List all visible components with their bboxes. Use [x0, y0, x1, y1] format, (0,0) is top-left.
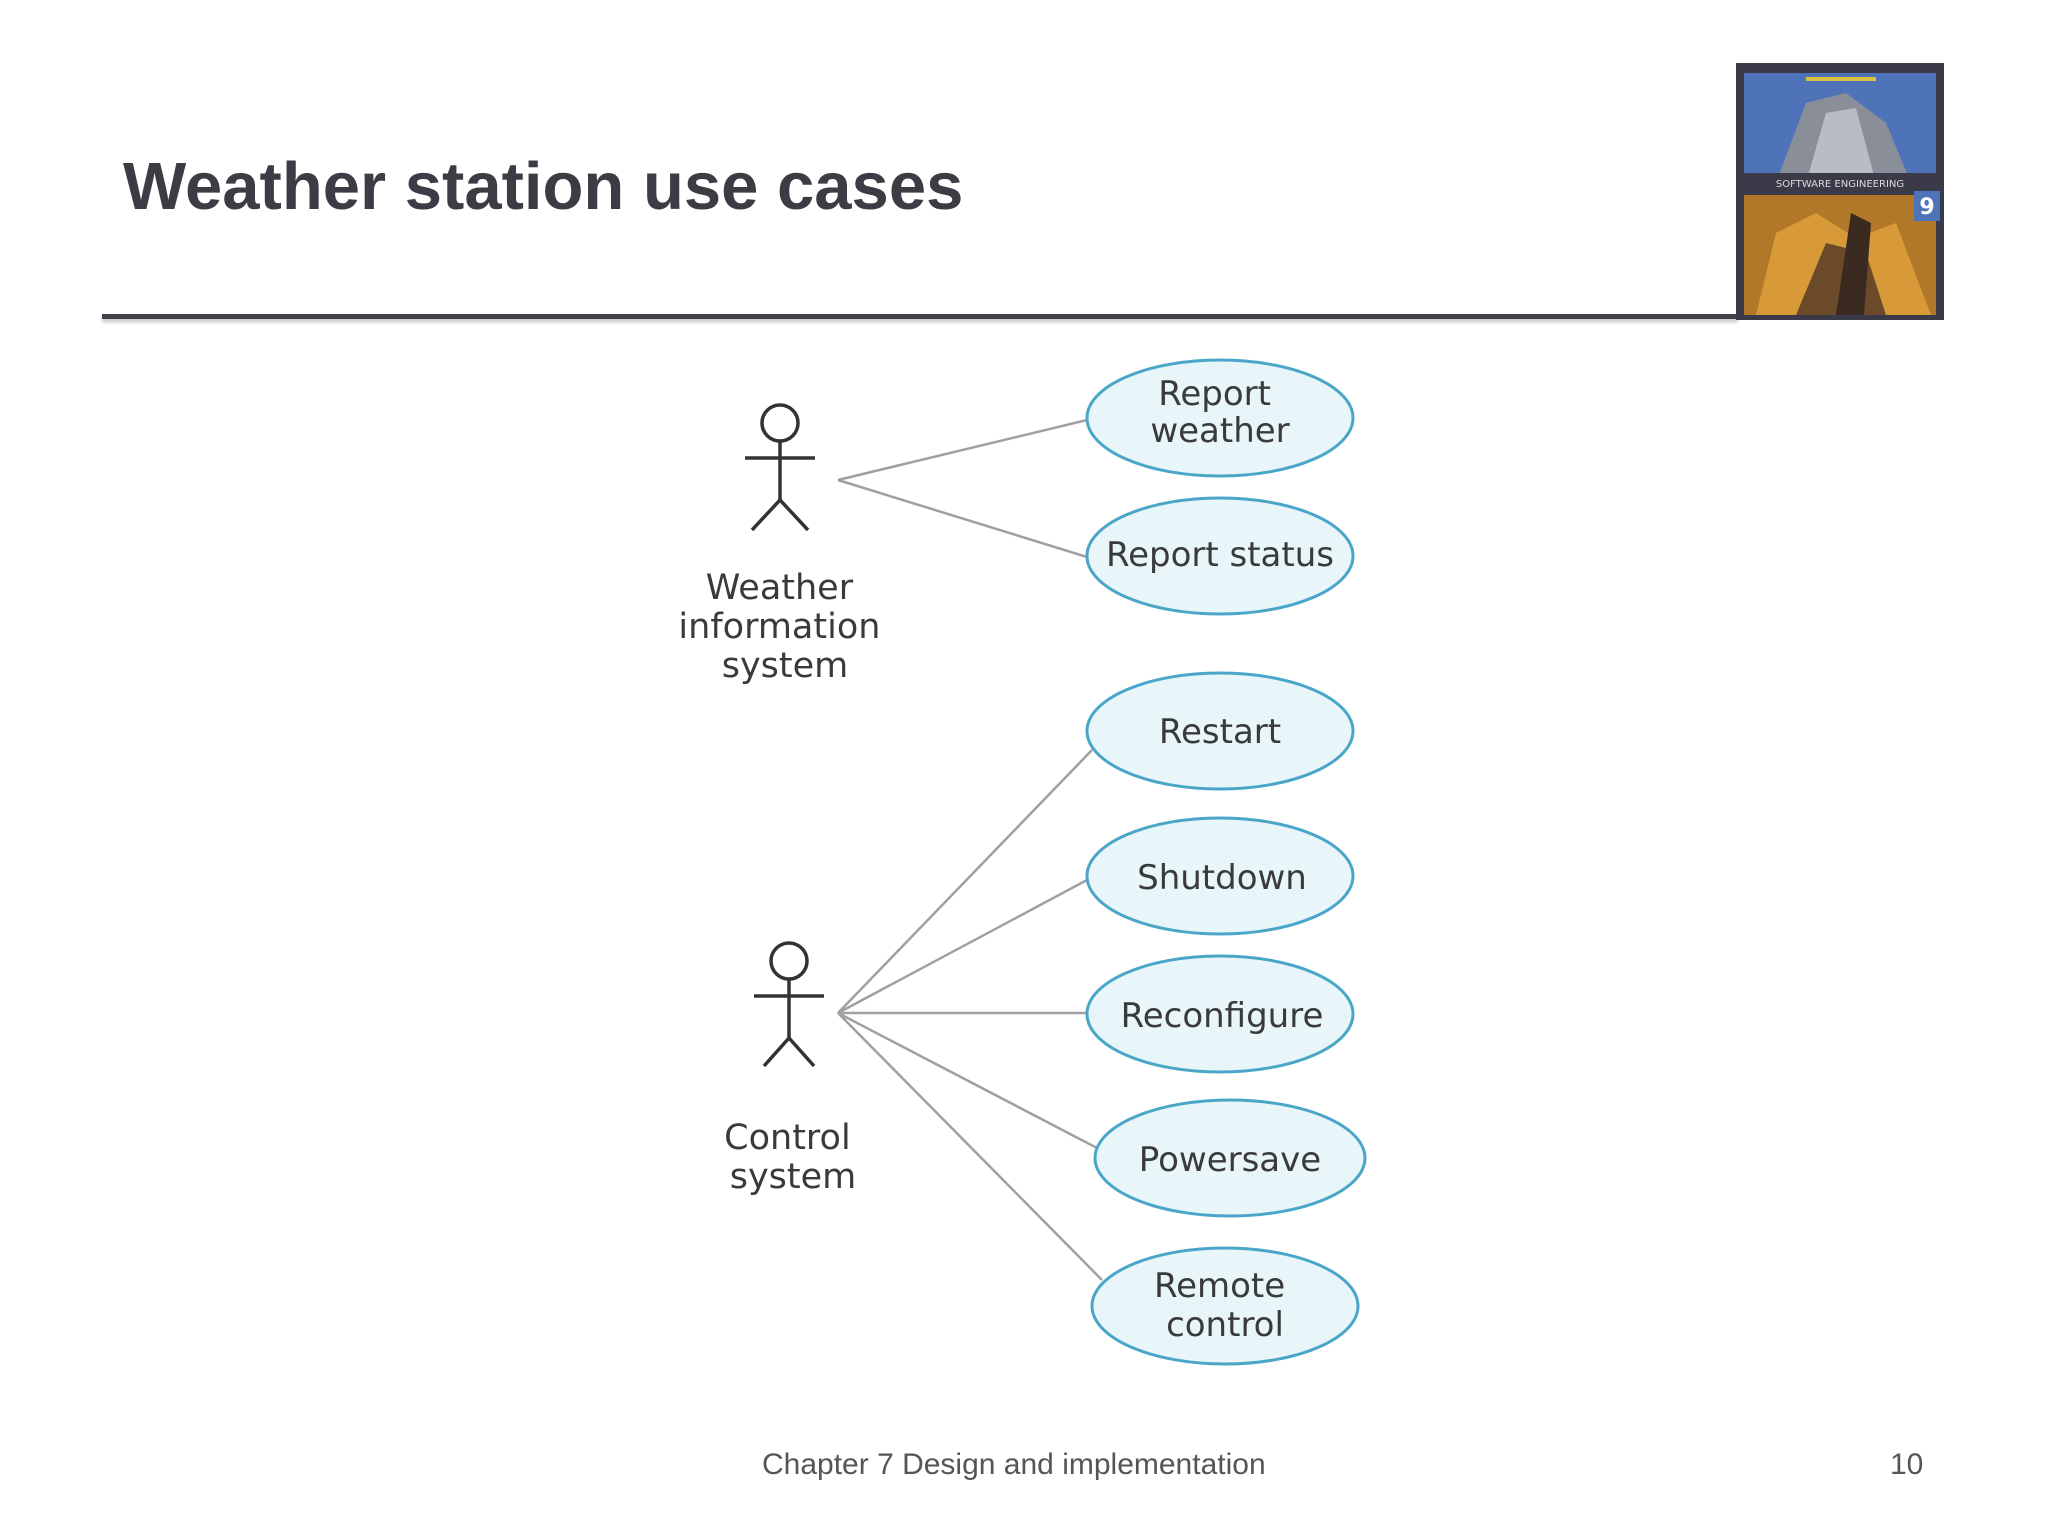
control-system-actor: [754, 941, 824, 1068]
use-case-reconfigure-label: Reconfigure: [1121, 996, 1324, 1036]
use-case-restart: [1085, 671, 1355, 791]
use-case-report-weather-label: Report weather: [1150, 374, 1289, 451]
actor-head-icon: [760, 403, 800, 443]
use-case-remote-control-label: Remote control: [1154, 1266, 1296, 1345]
slide-title: Weather station use cases: [123, 149, 964, 224]
association-line: [837, 749, 1093, 1014]
use-case-report-status: [1085, 496, 1355, 616]
actor-head-icon: [769, 941, 809, 981]
weather-information-system-label: Weather information system: [678, 568, 891, 686]
association-line: [837, 878, 1088, 1015]
association-line: [837, 478, 1088, 559]
weather-information-system-actor: [745, 403, 815, 532]
book-cover-edition: 9: [1919, 195, 1934, 220]
use-case-report-weather: [1085, 358, 1355, 478]
book-cover-image: SOFTWARE ENGINEERING 9: [1736, 63, 1944, 320]
footer-chapter-text: Chapter 7 Design and implementation: [762, 1448, 1266, 1481]
use-case-reconfigure: [1085, 954, 1355, 1074]
use-case-powersave: [1093, 1098, 1367, 1218]
book-cover-title: SOFTWARE ENGINEERING: [1776, 179, 1904, 190]
use-case-powersave-label: Powersave: [1139, 1140, 1321, 1180]
use-case-restart-label: Restart: [1159, 712, 1281, 752]
use-case-shutdown-label: Shutdown: [1137, 858, 1307, 898]
association-line: [837, 1011, 1098, 1150]
control-system-label: Control system: [724, 1118, 862, 1197]
title-divider: [102, 314, 1738, 319]
use-case-report-status-label: Report status: [1106, 535, 1334, 575]
page-number: 10: [1890, 1448, 1924, 1481]
use-case-remote-control: [1090, 1246, 1360, 1366]
use-case-shutdown: [1085, 816, 1355, 936]
association-line: [837, 418, 1088, 482]
association-line: [837, 1012, 1103, 1281]
